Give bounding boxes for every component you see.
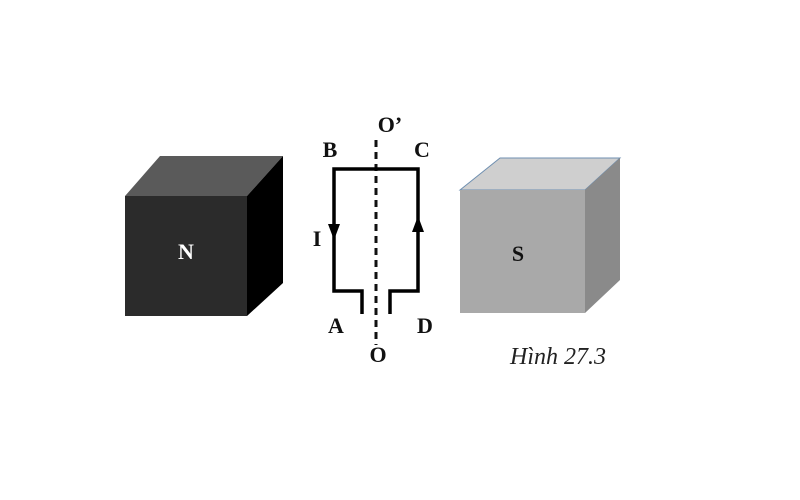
axis-bottom-label: O (369, 342, 386, 367)
north-magnet-side (247, 156, 283, 316)
south-label: S (512, 241, 524, 266)
current-label: I (313, 226, 322, 251)
south-magnet-front (460, 190, 585, 313)
north-magnet: N (125, 156, 283, 316)
corner-label-a: A (328, 313, 344, 338)
corner-label-d: D (417, 313, 433, 338)
figure-caption: Hình 27.3 (509, 344, 606, 370)
current-arrow-down-icon (328, 224, 340, 240)
current-arrow-up-icon (412, 216, 424, 232)
corner-label-c: C (414, 137, 430, 162)
north-magnet-top (125, 156, 283, 196)
north-label: N (178, 239, 194, 264)
south-magnet-side (585, 158, 620, 313)
wire-loop (332, 167, 420, 314)
north-magnet-front (125, 196, 247, 316)
axis-top-label: O’ (378, 112, 402, 137)
south-magnet: S (458, 157, 622, 313)
corner-label-b: B (323, 137, 338, 162)
